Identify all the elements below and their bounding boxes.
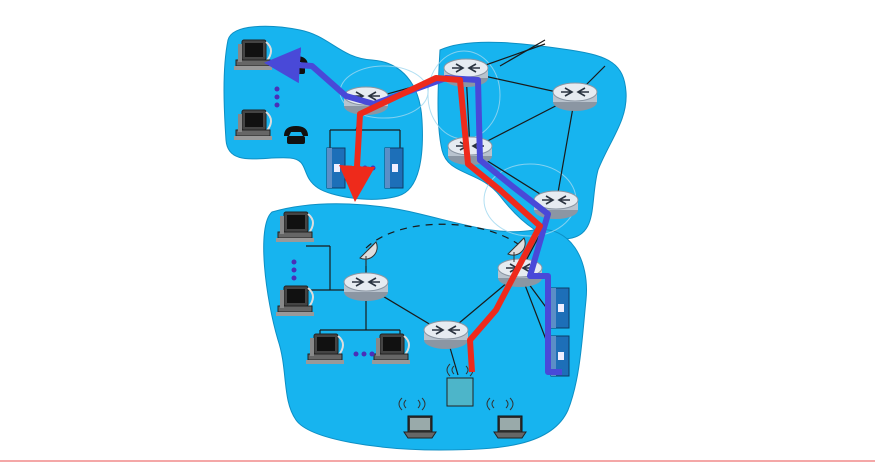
laptop-icon — [493, 415, 527, 439]
blue-path-arrow — [264, 47, 562, 375]
external-link — [499, 39, 546, 67]
ellipsis-dots — [274, 86, 280, 108]
desktop-computer-icon — [371, 333, 411, 365]
server-icon — [550, 287, 570, 329]
desktop-computer-icon — [233, 39, 273, 71]
server-icon — [326, 147, 346, 189]
desktop-computer-icon — [275, 285, 315, 317]
desktop-computer-icon — [275, 211, 315, 243]
server-icon — [384, 147, 404, 189]
wireless-access-point-icon — [446, 377, 474, 407]
ellipsis-dots — [291, 259, 297, 281]
ellipsis-dots — [353, 351, 375, 357]
enterprise-router-center — [423, 320, 469, 350]
red-path-arrow — [339, 75, 543, 373]
edge-router-enterprise-left — [343, 272, 389, 302]
desktop-computer-icon — [305, 333, 345, 365]
core-router-2 — [552, 82, 598, 112]
desktop-computer-icon — [233, 109, 273, 141]
core-router-1 — [443, 58, 489, 88]
laptop-icon — [403, 415, 437, 439]
